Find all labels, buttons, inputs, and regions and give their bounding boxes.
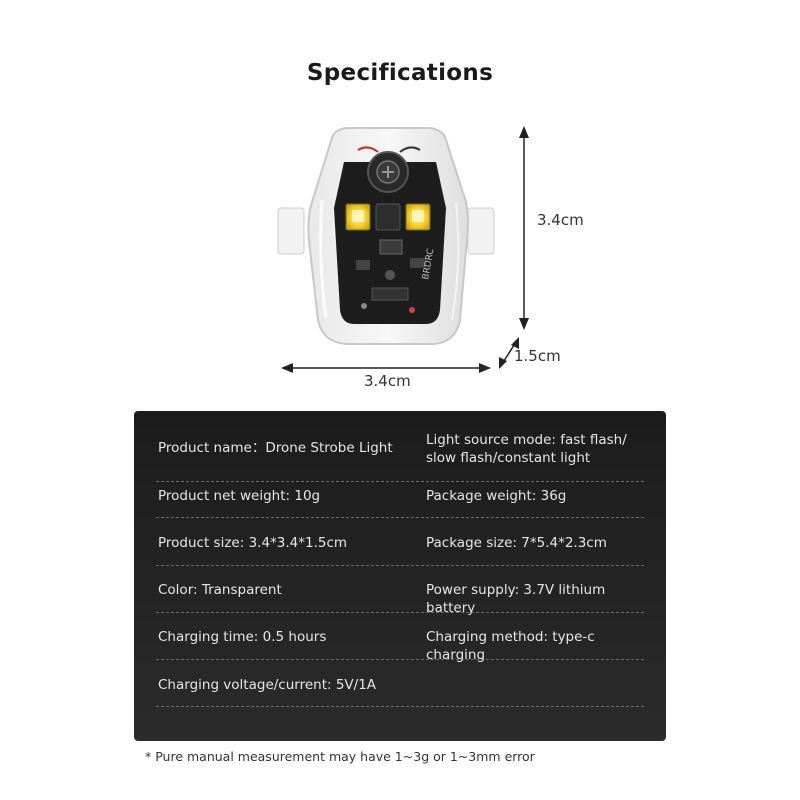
spec-package-weight: Package weight: 36g	[426, 488, 567, 504]
spec-package-size: Package size: 7*5.4*2.3cm	[426, 535, 607, 551]
spec-row: Product size: 3.4*3.4*1.5cm Package size…	[156, 517, 644, 566]
product-image: BRDRC	[260, 110, 560, 400]
spec-light-source-mode: Light source mode: fast flash/ slow flas…	[426, 432, 627, 466]
spec-panel: Product name：Drone Strobe Light Light so…	[134, 411, 666, 741]
spec-power-supply: Power supply: 3.7V lithium battery	[426, 582, 606, 616]
spec-row: Color: Transparent Power supply: 3.7V li…	[156, 565, 644, 616]
spec-charging-method: Charging method: type-c charging	[426, 629, 595, 663]
spec-net-weight: Product net weight: 10g	[158, 488, 321, 504]
spec-row: Charging time: 0.5 hours Charging method…	[156, 612, 644, 663]
page-title: Specifications	[306, 60, 494, 86]
spec-color: Color: Transparent	[158, 582, 282, 598]
spec-charging-time: Charging time: 0.5 hours	[158, 629, 327, 645]
measurement-footnote: * Pure manual measurement may have 1~3g …	[145, 749, 535, 764]
spec-row: Product net weight: 10g Package weight: …	[156, 481, 644, 518]
dimension-depth-label: 1.5cm	[514, 347, 561, 365]
spec-charging-voltage: Charging voltage/current: 5V/1A	[158, 677, 377, 693]
dimension-height-label: 3.4cm	[537, 211, 584, 229]
spec-row: Charging voltage/current: 5V/1A	[156, 659, 644, 707]
spec-product-name: Product name：Drone Strobe Light	[158, 440, 393, 456]
dimension-width-label: 3.4cm	[364, 372, 411, 390]
spec-row: Product name：Drone Strobe Light Light so…	[156, 429, 644, 482]
spec-product-size: Product size: 3.4*3.4*1.5cm	[158, 535, 348, 551]
